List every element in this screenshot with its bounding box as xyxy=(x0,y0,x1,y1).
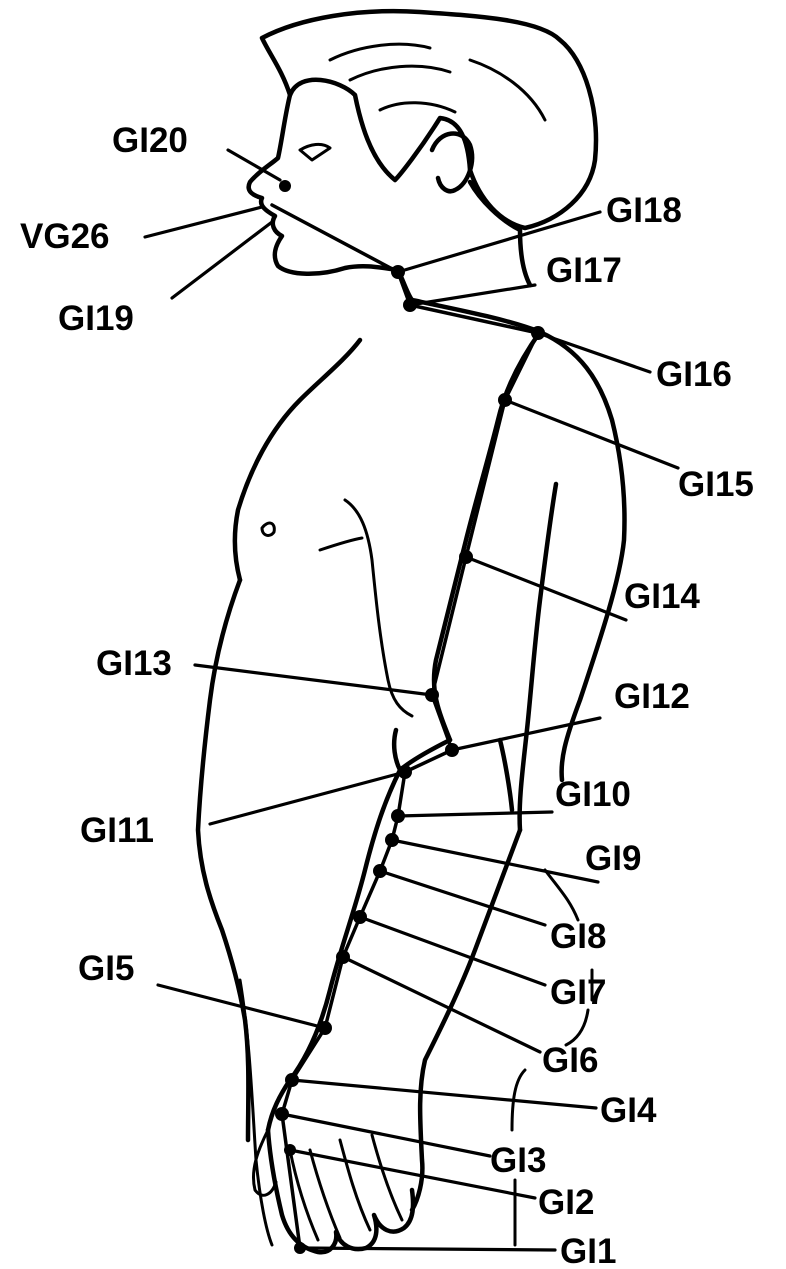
leader-gi7 xyxy=(360,917,545,985)
dot-gi4 xyxy=(285,1073,299,1087)
leader-gi17 xyxy=(410,285,535,305)
ear xyxy=(432,134,472,192)
torso-front xyxy=(198,580,248,1140)
dot-gi20 xyxy=(279,180,291,192)
dot-gi10 xyxy=(391,809,405,823)
label-gi12: GI12 xyxy=(614,677,690,716)
neck-back xyxy=(470,182,530,285)
acupoint-dots xyxy=(275,180,545,1254)
neck-front xyxy=(235,270,412,580)
leader-gi11 xyxy=(210,772,405,824)
leader-gi9 xyxy=(392,840,598,882)
dot-gi18 xyxy=(391,265,405,279)
dot-gi14 xyxy=(459,550,473,564)
torso-back xyxy=(240,980,272,1245)
leader-lines xyxy=(145,150,678,1250)
dot-gi8 xyxy=(373,864,387,878)
dot-gi13 xyxy=(425,688,439,702)
dot-gi6 xyxy=(336,950,350,964)
label-gi2: GI2 xyxy=(538,1183,594,1222)
eye xyxy=(300,144,330,160)
label-gi1: GI1 xyxy=(560,1232,616,1269)
label-gi6: GI6 xyxy=(542,1041,598,1080)
label-gi15: GI15 xyxy=(678,465,754,504)
dot-gi12 xyxy=(445,743,459,757)
label-gi16: GI16 xyxy=(656,355,732,394)
label-gi3: GI3 xyxy=(490,1141,546,1180)
leader-vg26 xyxy=(145,207,262,237)
dot-gi2 xyxy=(284,1144,296,1156)
label-vg26: VG26 xyxy=(20,217,110,256)
point-labels: GI20 VG26 GI19 GI18 GI17 GI16 GI15 GI14 … xyxy=(20,121,754,1269)
nipple xyxy=(262,523,274,535)
label-gi4: GI4 xyxy=(600,1091,657,1130)
label-gi9: GI9 xyxy=(585,839,641,878)
dot-gi7 xyxy=(353,910,367,924)
label-gi14: GI14 xyxy=(624,577,700,616)
leader-gi1 xyxy=(300,1248,555,1250)
fingers xyxy=(290,1135,402,1240)
dot-gi11 xyxy=(398,765,412,779)
leader-gi19 xyxy=(172,222,272,298)
label-gi19: GI19 xyxy=(58,299,134,338)
label-gi17: GI17 xyxy=(546,251,622,290)
hair-strands xyxy=(330,44,545,120)
leader-gi4 xyxy=(292,1080,596,1108)
arm-inner xyxy=(520,484,556,830)
leader-gi13 xyxy=(195,665,432,695)
label-gi18: GI18 xyxy=(606,191,682,230)
label-gi7: GI7 xyxy=(550,973,606,1012)
upper-arm-back xyxy=(434,332,540,740)
leader-gi8 xyxy=(380,871,545,925)
face-profile xyxy=(249,95,398,274)
label-gi8: GI8 xyxy=(550,917,606,956)
label-gi20: GI20 xyxy=(112,121,188,160)
leader-gi10 xyxy=(398,812,552,816)
label-gi5: GI5 xyxy=(78,949,134,988)
dot-gi16 xyxy=(531,326,545,340)
leader-gi16 xyxy=(538,333,650,372)
dot-gi9 xyxy=(385,833,399,847)
dot-gi5 xyxy=(318,1021,332,1035)
label-gi10: GI10 xyxy=(555,775,631,814)
label-gi11: GI11 xyxy=(80,811,154,850)
label-gi13: GI13 xyxy=(96,644,172,683)
leader-gi15 xyxy=(505,400,678,468)
dot-gi15 xyxy=(498,393,512,407)
leader-gi3 xyxy=(282,1114,490,1156)
dot-gi3 xyxy=(275,1107,289,1121)
dot-gi1 xyxy=(294,1242,306,1254)
dot-gi17 xyxy=(403,298,417,312)
